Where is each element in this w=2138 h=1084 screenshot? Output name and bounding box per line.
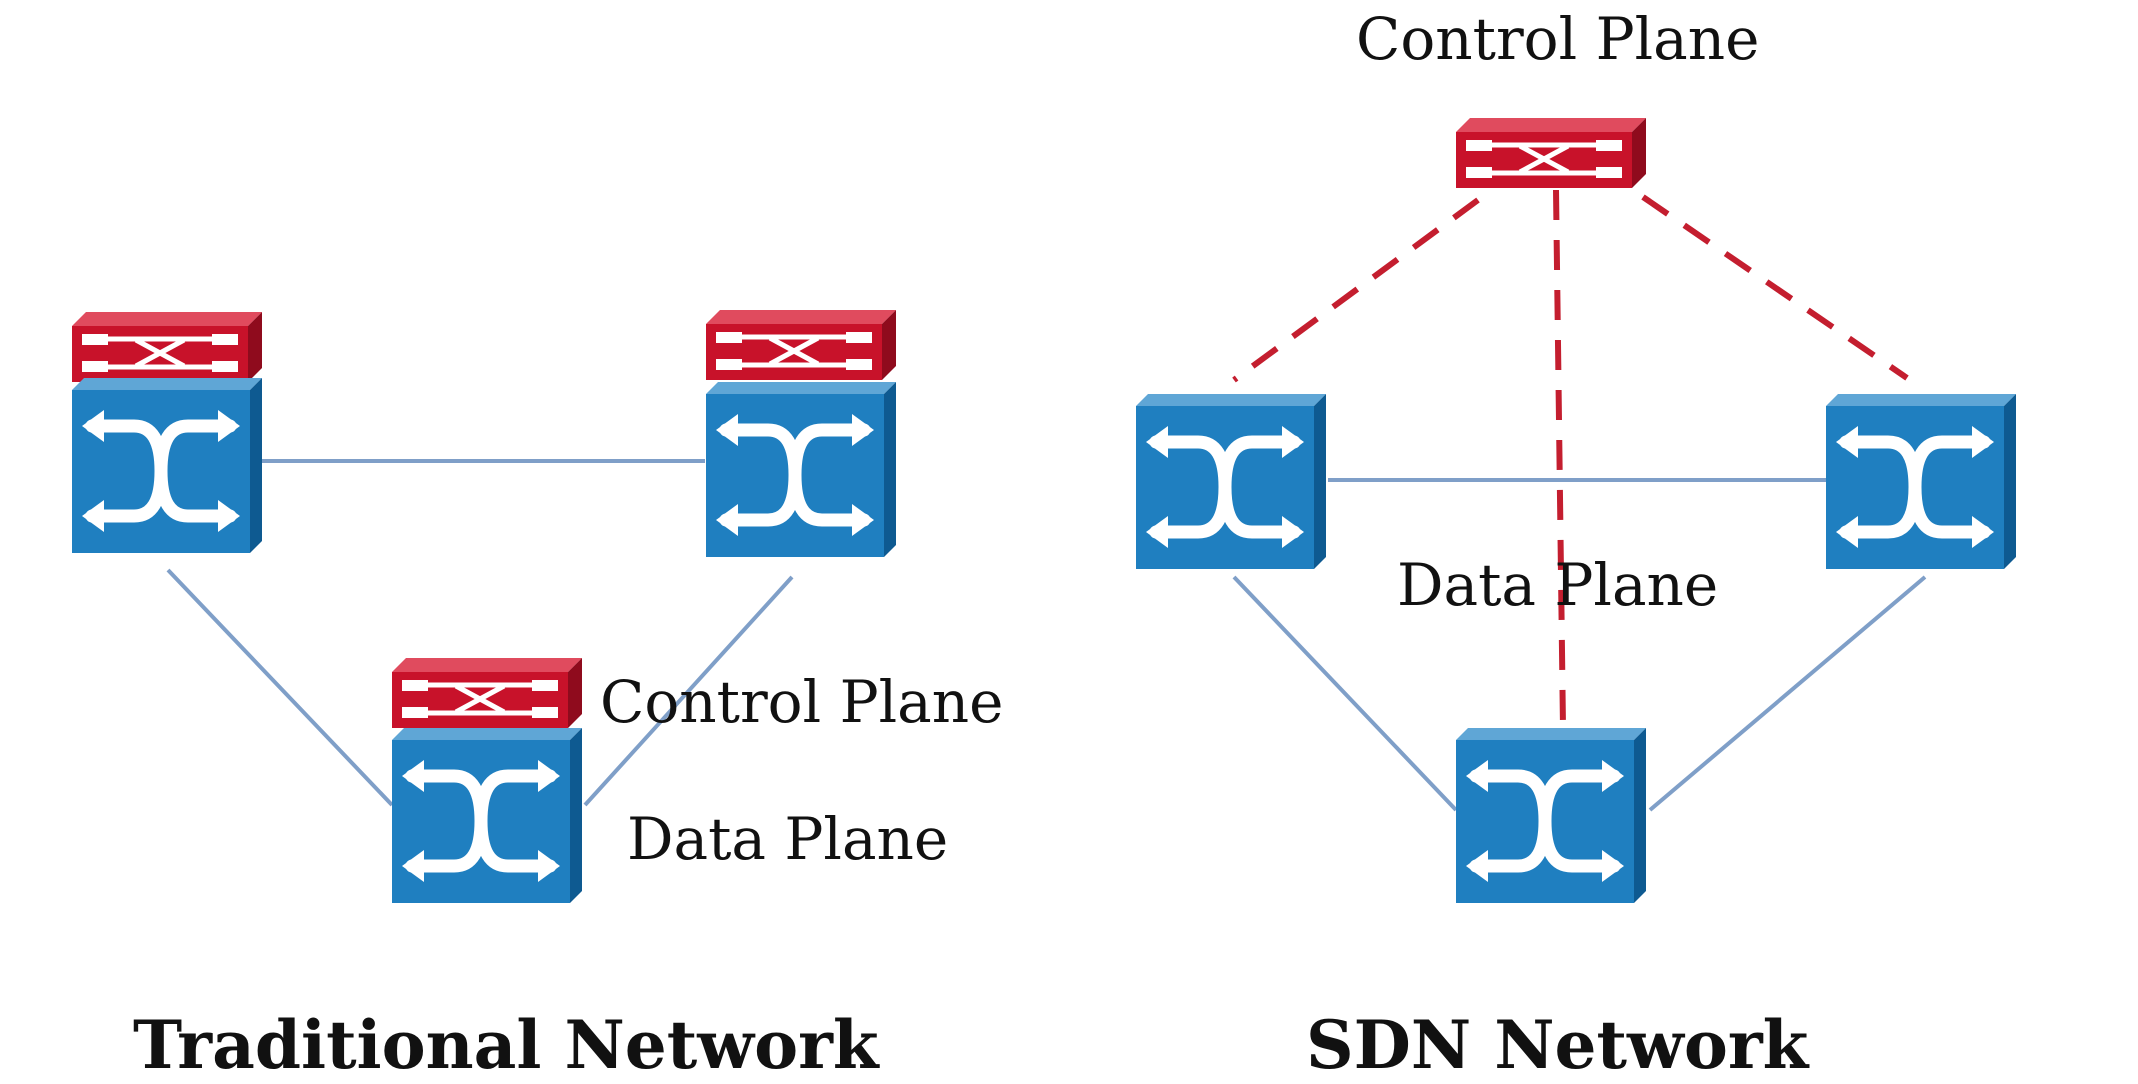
sdn-controller-icon [1456,118,1646,188]
traditional-network-caption: Traditional Network [133,1006,879,1084]
link-tr-bottom [583,575,794,807]
traditional-control-plane-label: Control Plane [600,668,1004,736]
control-link-left [1232,197,1480,383]
link-r-bottom [1648,575,1927,812]
sdn-network-caption: SDN Network [1306,1006,1809,1084]
sdn-network [1136,118,2016,903]
switch-icon [392,728,582,903]
traditional-network [72,310,896,903]
controller-icon [72,312,262,382]
sdn-switch-bottom-icon [1456,728,1646,903]
sdn-data-links [1232,478,1927,812]
switch-icon [72,378,262,553]
sdn-switch-left-icon [1136,394,1326,569]
sdn-control-plane-label: Control Plane [1356,5,1760,73]
switch-icon [706,382,896,557]
controller-icon [392,658,582,728]
traditional-data-plane-label: Data Plane [627,805,949,873]
controller-icon [706,310,896,380]
control-link-right [1641,194,1909,381]
sdn-data-plane-label: Data Plane [1397,551,1719,619]
sdn-switch-right-icon [1826,394,2016,569]
control-link-middle [1553,189,1566,729]
sdn-control-links [1232,189,1909,729]
link-tl-bottom [166,568,394,807]
traditional-node-left [72,312,262,553]
link-l-bottom [1232,575,1458,812]
traditional-node-right [706,310,896,557]
traditional-node-bottom [392,658,582,903]
traditional-data-links [166,459,794,807]
